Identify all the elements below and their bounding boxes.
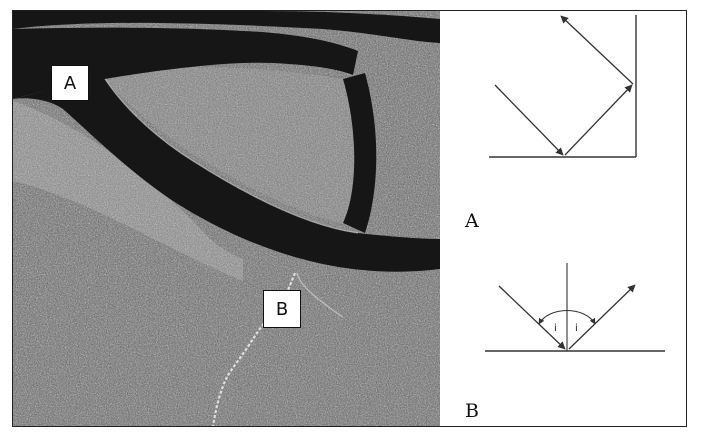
diagram-b-angle-reflected: i — [575, 323, 578, 334]
radar-image-svg — [13, 11, 440, 426]
river-top — [13, 11, 440, 43]
diagram-label-a: A — [465, 210, 479, 232]
diagram-a-bounce-ray — [564, 84, 633, 156]
image-label-a: A — [51, 65, 89, 101]
diagram-b: i i — [485, 263, 665, 352]
radar-image: A B — [13, 11, 440, 426]
diagram-b-angle-incident: i — [554, 323, 557, 334]
image-label-a-text: A — [63, 72, 77, 94]
riverbank-highlight — [104, 78, 359, 234]
reflection-diagrams: i i A B — [441, 11, 686, 426]
diagram-a-incident-ray — [494, 84, 564, 156]
image-label-b-text: B — [275, 298, 289, 320]
diagram-b-incident-ray — [498, 285, 566, 350]
river-main-channel — [13, 79, 440, 272]
tributary-branch — [296, 272, 344, 318]
diagram-b-angle-arc — [538, 310, 596, 325]
river-side-channel — [343, 73, 377, 233]
island — [105, 67, 355, 223]
image-label-b: B — [263, 290, 301, 328]
river-upper-channel — [13, 27, 358, 99]
diagram-label-b: B — [465, 400, 479, 422]
bright-slope — [13, 101, 243, 281]
diagram-b-reflected-ray — [568, 284, 636, 350]
diagram-a — [489, 15, 637, 158]
reflection-diagrams-svg: i i — [485, 15, 665, 352]
diagram-a-return-ray — [560, 15, 634, 85]
